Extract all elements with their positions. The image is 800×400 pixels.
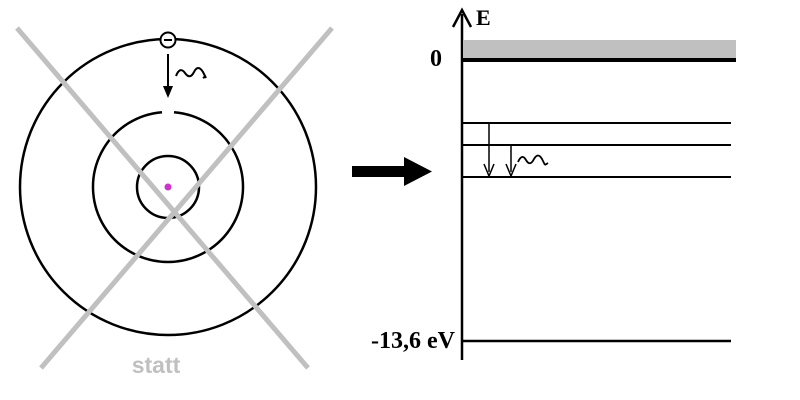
energy-axis-arrowhead [451, 7, 473, 28]
nucleus-dot-icon [164, 183, 172, 191]
bohr-model: statt [15, 26, 334, 378]
thick-right-arrow-icon [352, 157, 432, 186]
electron-jump-arrow [163, 54, 173, 98]
transition-arrow-n3-n2 [505, 146, 517, 178]
wavy-photon-icon [175, 67, 207, 79]
energy-axis-label: E [476, 5, 491, 30]
electron-icon [159, 31, 177, 49]
energy-level-diagram: E 0 -13,6 eV [371, 5, 736, 360]
statt-label: statt [132, 352, 181, 378]
transition-arrow-n4-n2 [483, 124, 495, 178]
zero-level-label: 0 [430, 46, 442, 72]
continuum-band [463, 40, 736, 60]
ground-level-label: -13,6 eV [371, 328, 456, 354]
wavy-photon-icon [517, 154, 549, 166]
cross-out-mark [15, 26, 334, 370]
orbit-middle [91, 110, 245, 264]
